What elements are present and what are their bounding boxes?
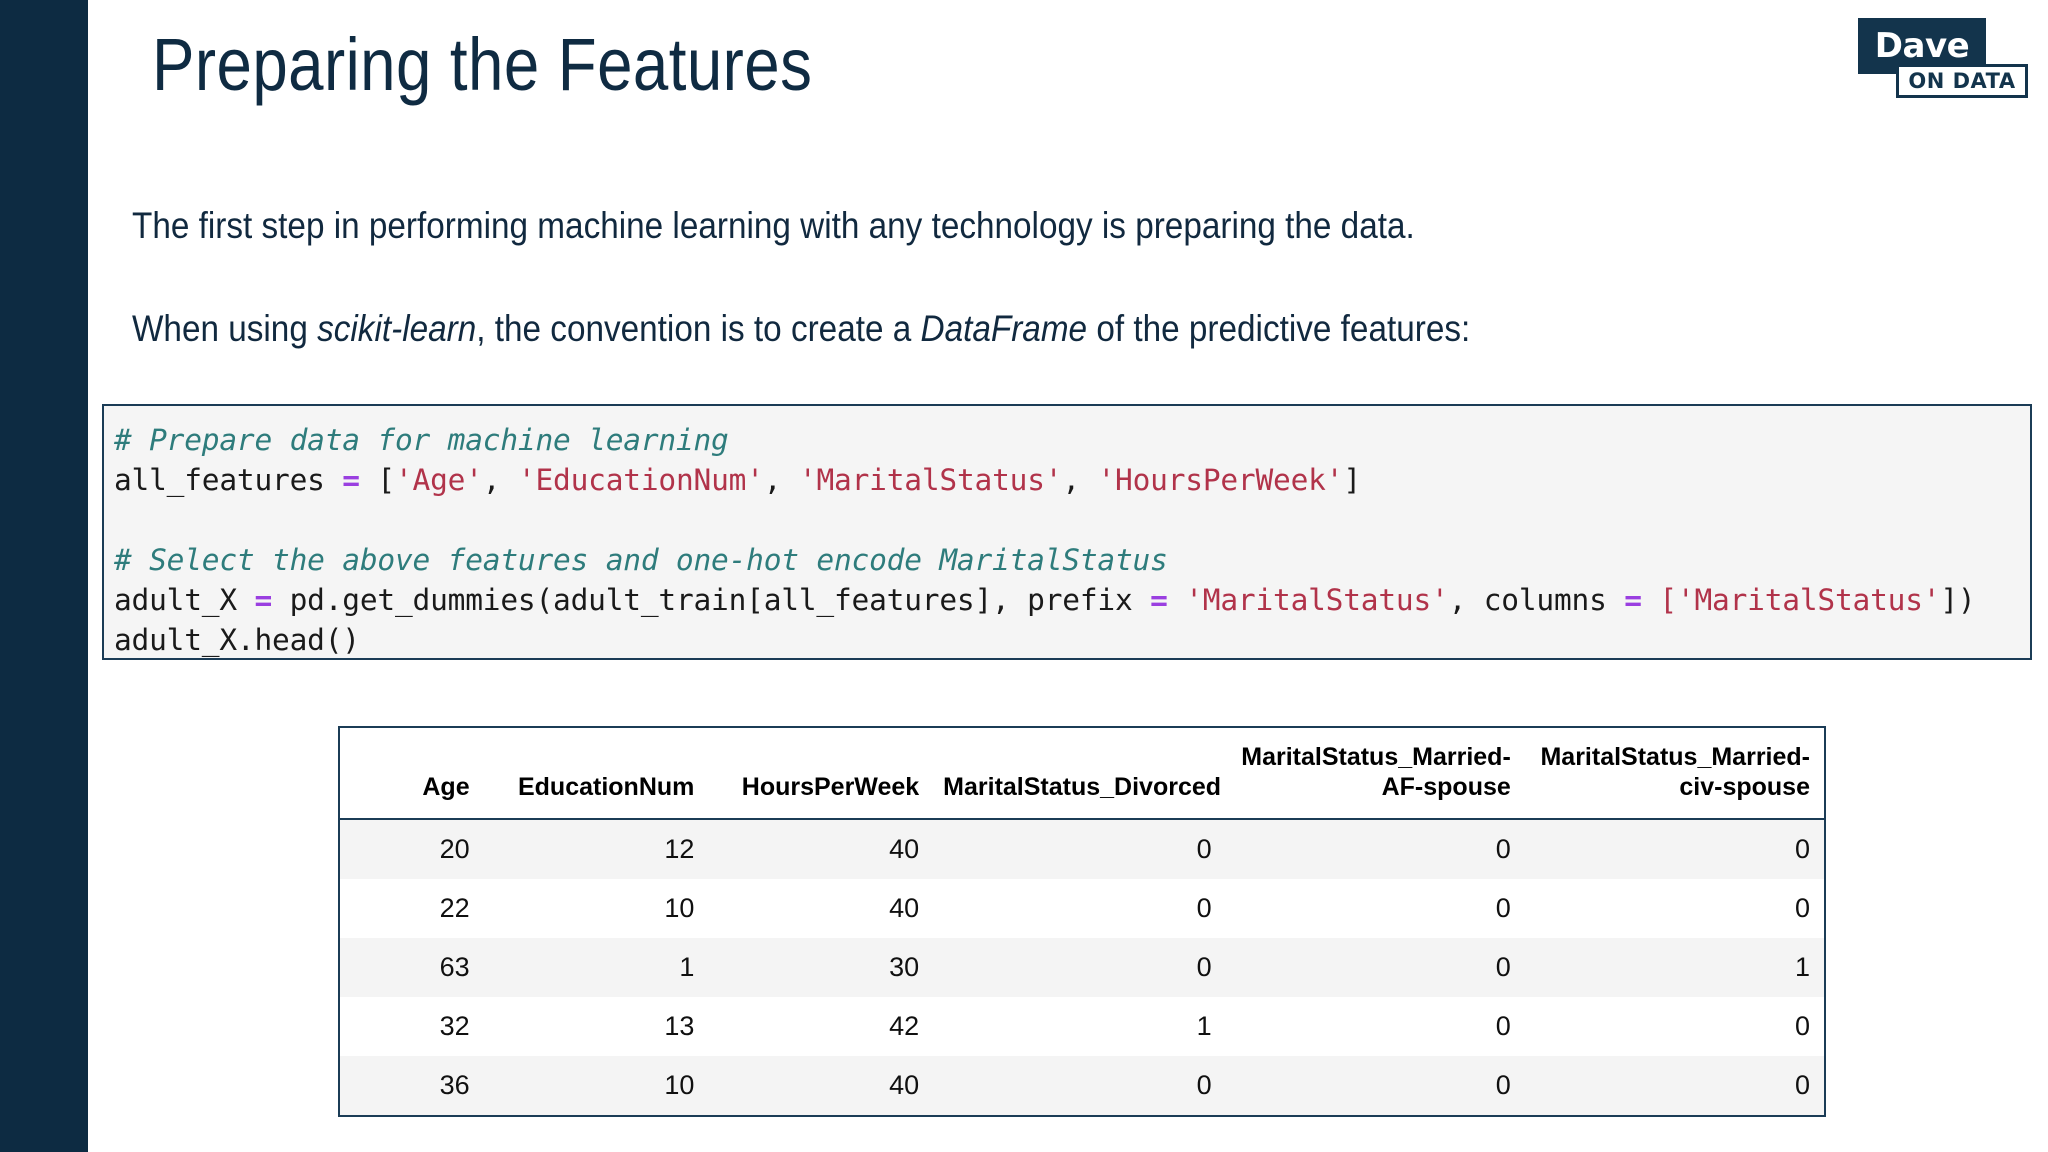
cell-af-spouse: 0	[1225, 819, 1525, 879]
column-header-maritalstatus-married-civ-spouse: MaritalStatus_Married-civ-spouse	[1524, 728, 1824, 820]
code-call-head: adult_X.head()	[114, 623, 360, 657]
cell-age: 20	[340, 819, 484, 879]
code-comment-token-2: # Select the above features and one-hot …	[114, 543, 1168, 577]
code-string-columns: ['MaritalStatus'	[1641, 583, 1941, 617]
code-block[interactable]: # Prepare data for machine learning all_…	[102, 404, 2032, 660]
cell-civ-spouse: 0	[1524, 819, 1824, 879]
cell-hoursperweek: 40	[708, 1056, 934, 1115]
logo-tagline-box: ON DATA	[1896, 64, 2028, 98]
cell-divorced: 0	[933, 938, 1226, 997]
cell-hoursperweek: 40	[708, 819, 934, 879]
column-header-age: Age	[340, 728, 484, 820]
body-emphasis-dataframe: DataFrame	[920, 308, 1088, 349]
column-header-maritalstatus-married-af-spouse: MaritalStatus_Married-AF-spouse	[1225, 728, 1525, 820]
code-line-comment-1: # Prepare data for machine learning	[114, 420, 2030, 460]
table-row: 63 1 30 0 0 1	[340, 938, 1824, 997]
cell-civ-spouse: 1	[1524, 938, 1824, 997]
dataframe-output-table: Age EducationNum HoursPerWeek MaritalSta…	[338, 726, 1826, 1117]
cell-educationnum: 13	[483, 997, 709, 1056]
body-paragraph-2: When using scikit-learn, the convention …	[132, 308, 1470, 350]
cell-age: 63	[340, 938, 484, 997]
code-sep-1: ,	[482, 463, 518, 497]
column-header-af-line2: AF-spouse	[1381, 773, 1511, 801]
cell-educationnum: 10	[483, 879, 709, 938]
code-bracket-open: [	[359, 463, 395, 497]
table-row: 32 13 42 1 0 0	[340, 997, 1824, 1056]
code-line-comment-2: # Select the above features and one-hot …	[114, 540, 2030, 580]
column-header-divorced-line1: MaritalStatus_Divorced	[943, 773, 1222, 801]
cell-civ-spouse: 0	[1524, 879, 1824, 938]
brand-logo: Dave ON DATA	[1858, 18, 2030, 104]
code-sep-3: ,	[1062, 463, 1098, 497]
cell-hoursperweek: 40	[708, 879, 934, 938]
body-text-c: , the convention is to create a	[476, 308, 921, 349]
table-row: 22 10 40 0 0 0	[340, 879, 1824, 938]
cell-educationnum: 1	[483, 938, 709, 997]
cell-civ-spouse: 0	[1524, 1056, 1824, 1115]
column-header-educationnum-line1: EducationNum	[517, 773, 695, 801]
cell-af-spouse: 0	[1225, 938, 1525, 997]
table-header-row: Age EducationNum HoursPerWeek MaritalSta…	[340, 728, 1824, 820]
code-bracket-close: ]	[1343, 463, 1361, 497]
table-row: 36 10 40 0 0 0	[340, 1056, 1824, 1115]
code-var-all-features: all_features	[114, 463, 343, 497]
code-string-age: 'Age'	[394, 463, 483, 497]
column-header-maritalstatus-divorced: MaritalStatus_Divorced	[933, 728, 1226, 820]
body-text-e: of the predictive features:	[1087, 308, 1471, 349]
code-line-head: adult_X.head()	[114, 620, 2030, 658]
cell-educationnum: 12	[483, 819, 709, 879]
column-header-educationnum: EducationNum	[483, 728, 709, 820]
column-header-civ-line1: MaritalStatus_Married-	[1540, 743, 1810, 771]
code-close-paren: ])	[1940, 583, 1976, 617]
column-header-hoursperweek-line1: HoursPerWeek	[741, 773, 920, 801]
logo-tagline-text: ON DATA	[1908, 68, 2016, 93]
cell-divorced: 1	[933, 997, 1226, 1056]
code-operator-assign: =	[342, 463, 360, 497]
column-header-hoursperweek: HoursPerWeek	[708, 728, 934, 820]
code-string-prefix: 'MaritalStatus'	[1167, 583, 1449, 617]
column-header-civ-line2: civ-spouse	[1679, 773, 1810, 801]
logo-name-text: Dave	[1874, 26, 1970, 66]
cell-age: 32	[340, 997, 484, 1056]
column-header-age-line1: Age	[422, 773, 470, 801]
code-operator-assign-3: =	[1150, 583, 1168, 617]
code-var-adult-x: adult_X	[114, 583, 255, 617]
cell-age: 36	[340, 1056, 484, 1115]
code-operator-assign-2: =	[254, 583, 273, 617]
page-title: Preparing the Features	[152, 23, 813, 106]
cell-age: 22	[340, 879, 484, 938]
cell-divorced: 0	[933, 879, 1226, 938]
body-text-a: When using	[132, 308, 318, 349]
cell-af-spouse: 0	[1225, 997, 1525, 1056]
code-call-get-dummies: pd.get_dummies(adult_train[all_features]…	[272, 583, 1151, 617]
column-header-af-line1: MaritalStatus_Married-	[1241, 743, 1511, 771]
code-operator-assign-4: =	[1624, 583, 1642, 617]
body-paragraph-1: The first step in performing machine lea…	[132, 205, 1415, 246]
cell-divorced: 0	[933, 819, 1226, 879]
body-emphasis-scikit-learn: scikit-learn	[317, 308, 477, 349]
left-accent-bar	[0, 0, 88, 1152]
cell-af-spouse: 0	[1225, 879, 1525, 938]
cell-hoursperweek: 30	[708, 938, 934, 997]
table-row: 20 12 40 0 0 0	[340, 819, 1824, 879]
cell-divorced: 0	[933, 1056, 1226, 1115]
cell-hoursperweek: 42	[708, 997, 934, 1056]
code-arg-columns: , columns	[1448, 583, 1625, 617]
cell-af-spouse: 0	[1225, 1056, 1525, 1115]
code-line-get-dummies: adult_X = pd.get_dummies(adult_train[all…	[114, 580, 2030, 620]
code-string-maritalstatus: 'MaritalStatus'	[798, 463, 1063, 497]
code-string-hoursperweek: 'HoursPerWeek'	[1097, 463, 1344, 497]
cell-civ-spouse: 0	[1524, 997, 1824, 1056]
cell-educationnum: 10	[483, 1056, 709, 1115]
code-string-educationnum: 'EducationNum'	[517, 463, 764, 497]
code-sep-2: ,	[763, 463, 799, 497]
code-blank-line	[114, 500, 2030, 540]
code-line-all-features: all_features = ['Age', 'EducationNum', '…	[114, 460, 2030, 500]
code-comment-token: # Prepare data for machine learning	[114, 423, 729, 457]
